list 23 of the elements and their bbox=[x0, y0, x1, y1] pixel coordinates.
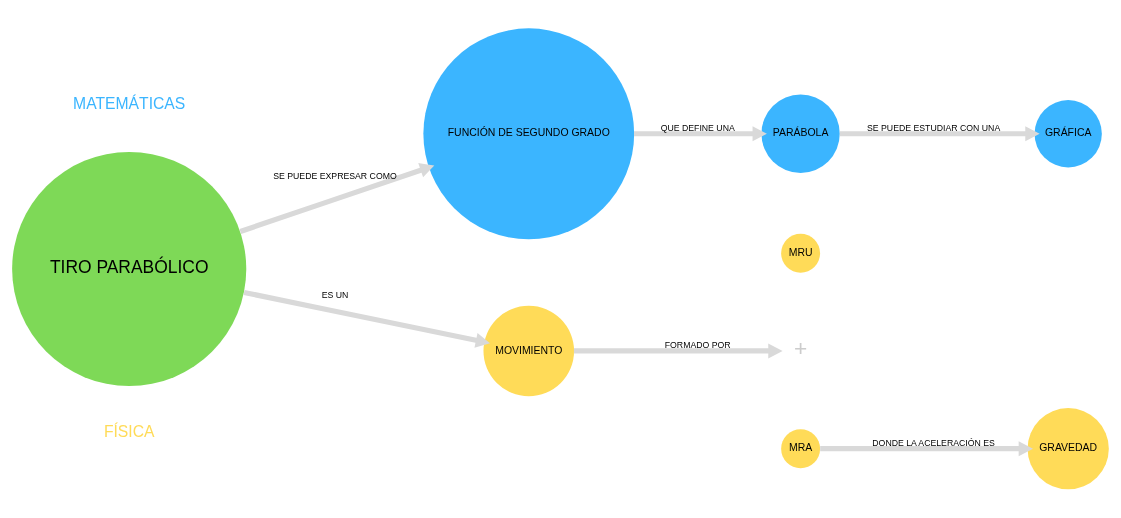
node-text: + bbox=[793, 335, 808, 362]
node-circle: TIRO PARABÓLICO bbox=[12, 151, 247, 387]
arrow bbox=[634, 126, 767, 142]
edge-label: SE PUEDE ESTUDIAR CON UNA bbox=[866, 123, 1001, 134]
node-circle: MRU bbox=[781, 233, 821, 273]
arrow bbox=[820, 441, 1033, 457]
arrow bbox=[243, 289, 491, 348]
node-circle: PARÁBOLA bbox=[761, 94, 840, 173]
edge-label: FORMADO POR bbox=[664, 340, 731, 351]
node-circle: MOVIMIENTO bbox=[483, 305, 575, 397]
label: FÍSICA bbox=[103, 422, 155, 440]
node-circle: MRA bbox=[781, 429, 821, 469]
node-circle: FUNCIÓN DE SEGUNDO GRADO bbox=[423, 28, 635, 240]
arrow bbox=[239, 163, 435, 234]
edge-label: QUE DEFINE UNA bbox=[660, 123, 735, 134]
node-circle: GRÁFICA bbox=[1034, 100, 1102, 168]
label: MATEMÁTICAS bbox=[73, 94, 186, 112]
node-circle: GRAVEDAD bbox=[1027, 408, 1109, 490]
arrow bbox=[839, 126, 1040, 142]
edge-label: DONDE LA ACELERACIÓN ES bbox=[872, 438, 995, 449]
arrow bbox=[573, 343, 783, 359]
edge-label: ES UN bbox=[321, 289, 349, 300]
edge-label: SE PUEDE EXPRESAR COMO bbox=[273, 171, 397, 182]
